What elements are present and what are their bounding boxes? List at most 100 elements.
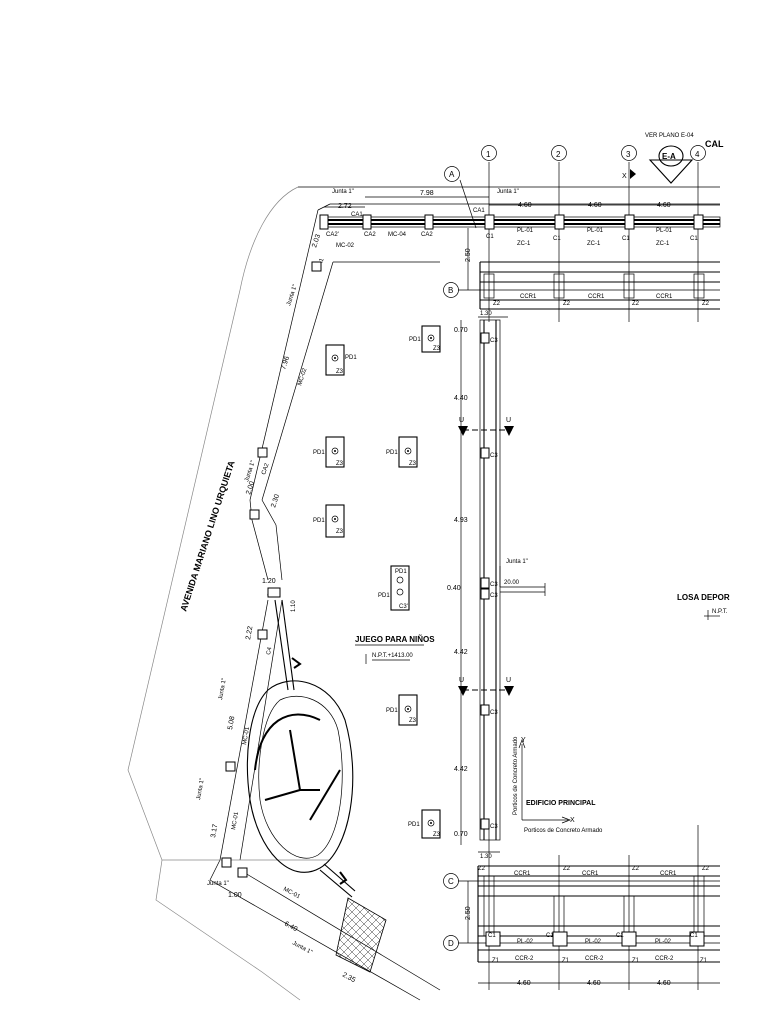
axis-bubble-c: C <box>443 873 459 889</box>
dim-1-30-bot: 1.30 <box>480 854 492 860</box>
playground-title: JUEGO PARA NIÑOS N.P.T.+1413.00 <box>355 635 435 664</box>
z2-label-c2: Z2 <box>563 866 571 872</box>
c3-label-v3: C3 <box>490 582 498 588</box>
wall-columns <box>221 261 322 878</box>
ccr2-label-1: CCR-2 <box>515 956 534 962</box>
pl01-label-2: PL-01 <box>587 228 604 234</box>
axis-bubble-a: A <box>444 166 460 182</box>
section-u-left-1: U <box>459 417 464 424</box>
section-cut-lower: U U <box>458 677 514 696</box>
z1-label-d1: Z1 <box>492 958 500 964</box>
header-section-mark: VER PLANO E-04 E-A CAL X <box>622 133 724 184</box>
axis-label-c: C <box>448 877 454 886</box>
playground-ramp <box>335 897 387 973</box>
legend-horizontal: Porticos de Concreto Armado <box>524 828 603 834</box>
z3-label-7: Z3 <box>409 718 417 724</box>
junta-top-right: Junta 1" <box>497 189 519 195</box>
c1-label-top-1: C1 <box>486 234 494 240</box>
pd1-label-8: PD1 <box>408 822 420 828</box>
pedestal-2: PD1 Z3 <box>325 344 357 376</box>
dim-1-10: 1.10 <box>291 600 297 612</box>
ca2-label-2: CA2 <box>421 232 433 238</box>
dim-1-20: 1.20 <box>262 578 276 585</box>
c1-label-d2: C1 <box>546 933 554 939</box>
legend-title: EDIFICIO PRINCIPAL <box>526 800 596 807</box>
z1-label-d3: Z1 <box>632 958 640 964</box>
junta-wall-5: Junta 1" <box>207 881 229 887</box>
dim-5-08: 5.08 <box>227 716 236 731</box>
dim-span-1: 4.60 <box>518 202 532 209</box>
mc01-label-wall-3: MC-01 <box>282 886 301 900</box>
section-u-left-2: U <box>459 677 464 684</box>
z3-label-3: Z3 <box>336 461 344 467</box>
dim-bottom-span-1: 4.60 <box>517 980 531 987</box>
z1-label-d2: Z1 <box>562 958 570 964</box>
junta-mid: Junta 1" <box>506 559 528 565</box>
ca2-label-wall: CA2 <box>261 462 271 476</box>
dim-7-98: 7.98 <box>420 190 434 197</box>
axis-bubble-b: B <box>443 282 459 298</box>
dim-4-40: 4.40 <box>454 395 468 402</box>
z2-label-b2: Z2 <box>563 301 571 307</box>
junta-wall-3: Junta 1" <box>218 678 228 701</box>
pedestal-3: PD1 Z3 <box>313 436 345 468</box>
pd1-label-2: PD1 <box>345 355 357 361</box>
axis-label-d: D <box>448 939 454 948</box>
vertical-strip: C3 C3 C3 C3 C3 C3 Junta 1" 20.00 <box>479 319 546 841</box>
ccr2-label-2: CCR-2 <box>585 956 604 962</box>
legend-vertical: Porticos de Concreto Armado <box>513 736 519 815</box>
dim-2-50-bottom: 2.50 <box>465 906 472 920</box>
legend-x: X <box>570 817 575 824</box>
mc02-label-top: MC-02 <box>336 243 355 249</box>
vertical-dimensions: 0.70 4.40 4.93 0.40 4.42 4.42 0.70 1.30 … <box>447 311 508 860</box>
mc04-label: MC-04 <box>388 232 407 238</box>
pl01-label-3: PL-01 <box>656 228 673 234</box>
dim-0-40: 0.40 <box>447 585 461 592</box>
bottom-foundation-frame: Z2 Z2 Z2 Z2 CCR1 CCR1 CCR1 C1 C1 C1 C1 P… <box>465 865 720 987</box>
dim-span-2: 4.60 <box>588 202 602 209</box>
c1-label-d4: C1 <box>690 933 698 939</box>
top-beam-strip: CA2' CA2 MC-04 CA2 MC-02 CA1 C1 C1 C1 C1… <box>319 208 721 249</box>
z3-label-1: Z3 <box>433 346 441 352</box>
dim-2-50-top: 2.50 <box>465 248 472 262</box>
junta-top-left: Junta 1" <box>332 189 354 195</box>
dim-1-00: 1.00 <box>228 892 242 899</box>
dim-7-96: 7.96 <box>280 355 291 370</box>
z2-label-c1: Z2 <box>478 866 486 872</box>
pedestal-5: PD1 Z3 <box>313 504 345 538</box>
losa-depor-npt: N.P.T. <box>712 609 728 615</box>
site-boundary <box>127 186 720 1001</box>
axis-label-b: B <box>448 286 453 295</box>
dim-20-00: 20.00 <box>504 580 520 586</box>
junta-wall-6: Junta 1" <box>291 940 313 956</box>
junta-wall-1: Junta 1" <box>286 284 298 307</box>
z3-label-4: Z3 <box>409 461 417 467</box>
pd1-label-5: PD1 <box>313 518 325 524</box>
z2-label-c3: Z2 <box>632 866 640 872</box>
legend-y: Y <box>521 737 526 744</box>
pl02-label-3: PL-02 <box>655 939 672 945</box>
z3-label-8: Z3 <box>433 832 441 838</box>
dim-4-93: 4.93 <box>454 517 468 524</box>
top-dimensions: 7.98 2.72 4.60 4.60 4.60 Junta 1" Junta … <box>324 189 720 210</box>
dim-bottom-span-3: 4.60 <box>657 980 671 987</box>
pd1-label-6a: PD1 <box>395 569 407 575</box>
ccr1-label-b1: CCR1 <box>520 294 537 300</box>
axis-label-2: 2 <box>556 150 561 159</box>
c1-label-d1: C1 <box>488 933 496 939</box>
top-foundation-frame: Z2 Z2 Z2 Z2 CCR1 CCR1 CCR1 2.50 <box>465 228 720 310</box>
zc1-label-3: ZC-1 <box>656 241 670 247</box>
dim-2-03: 2.03 <box>311 233 322 248</box>
section-u-right-1: U <box>506 417 511 424</box>
dim-2-72: 2.72 <box>338 203 352 210</box>
z3-label-5: Z3 <box>336 529 344 535</box>
dim-2-22: 2.22 <box>245 626 254 641</box>
c4-label-wall: C4 <box>266 646 273 655</box>
pedestal-4: PD1 Z3 <box>386 436 418 468</box>
zc1-label-2: ZC-1 <box>587 241 601 247</box>
axis-label-a: A <box>449 170 455 179</box>
pl01-label-1: PL-01 <box>517 228 534 234</box>
ccr1-label-c1: CCR1 <box>514 871 531 877</box>
ca1-label-axis: CA1 <box>473 208 485 214</box>
ccr2-label-3: CCR-2 <box>655 956 674 962</box>
